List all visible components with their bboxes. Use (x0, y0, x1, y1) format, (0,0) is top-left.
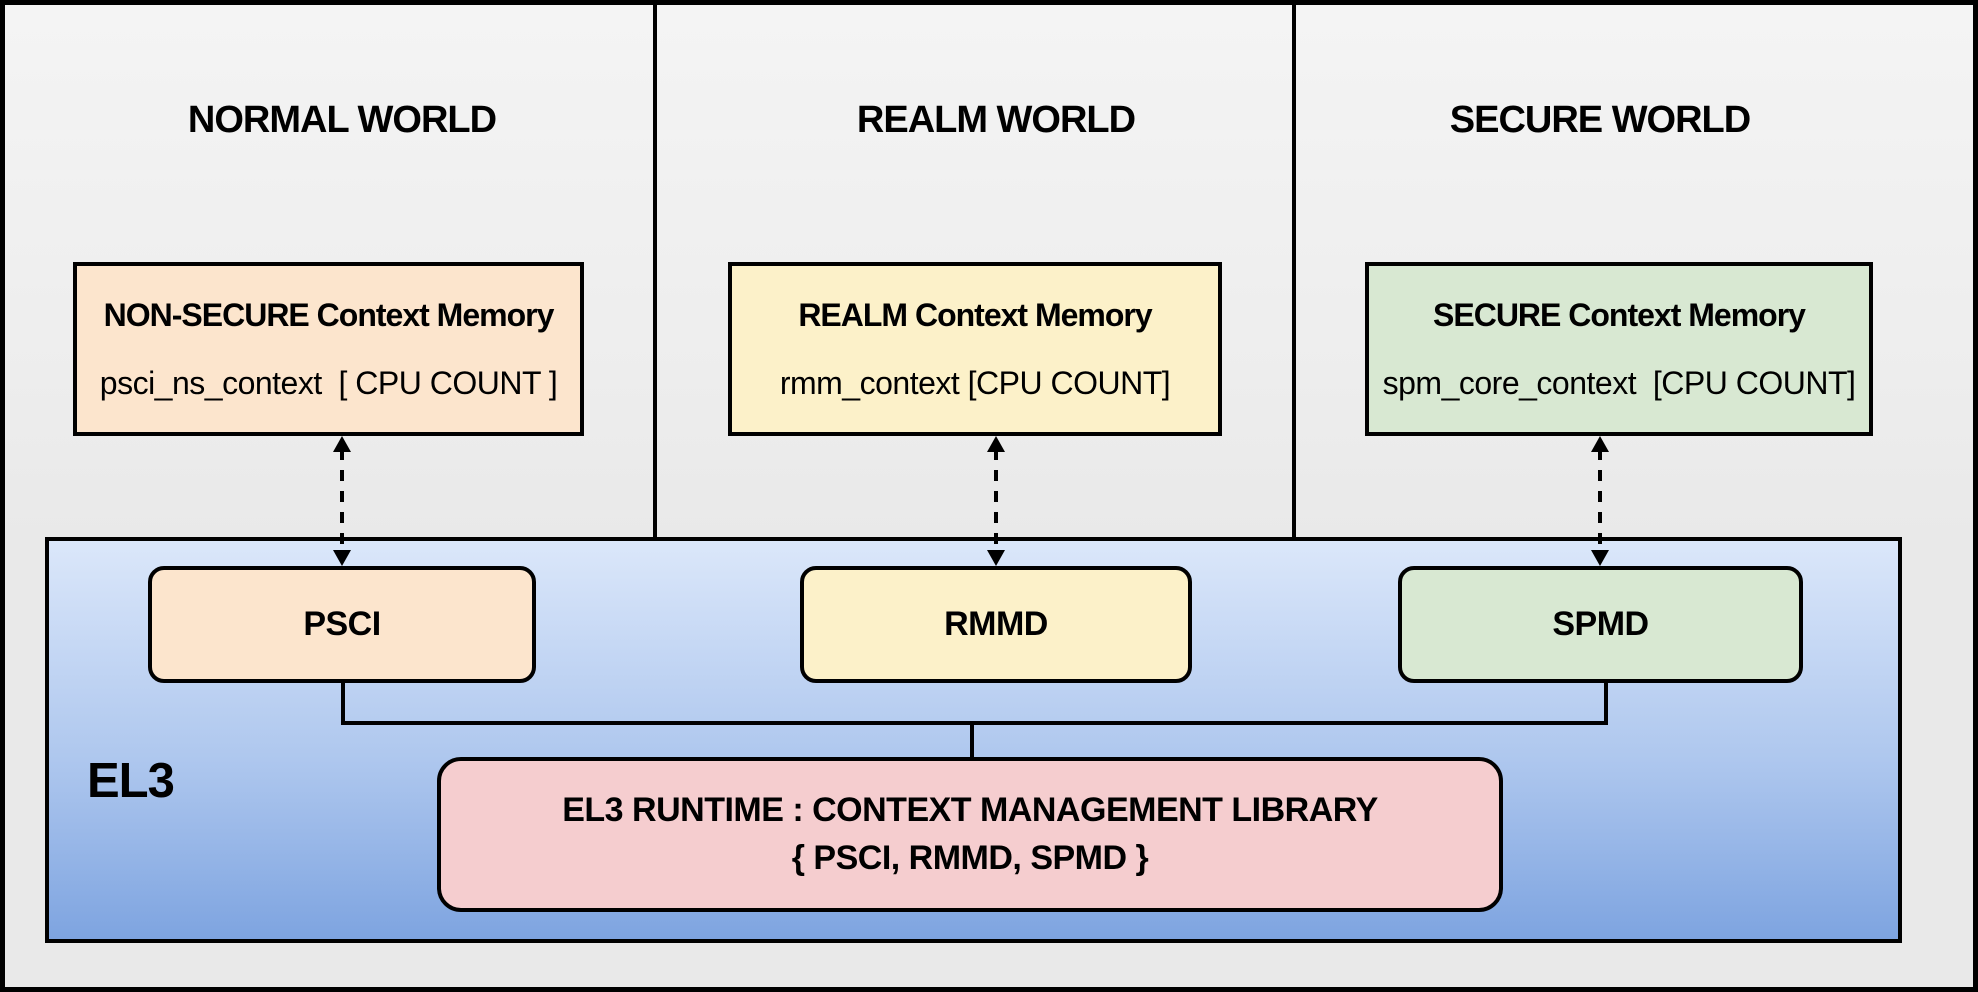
panel-divider-realm-secure (1292, 5, 1296, 537)
psci-label: PSCI (303, 605, 381, 643)
dashed-line (340, 449, 344, 553)
arrowhead-up-icon (987, 436, 1005, 452)
world-title-realm: REALM WORLD (856, 99, 1136, 141)
realm-context-memory-box: REALM Context Memory rmm_context [CPU CO… (728, 262, 1222, 436)
connector-spmd-drop (1604, 683, 1608, 725)
context-memory-title: REALM Context Memory (798, 297, 1152, 333)
world-title-normal: NORMAL WORLD (187, 99, 497, 141)
context-memory-variable: rmm_context [CPU COUNT] (779, 365, 1171, 401)
connector-runtime-drop (970, 721, 974, 761)
connector-psci-drop (341, 683, 345, 725)
dashed-line (1598, 449, 1602, 553)
dashed-line (994, 449, 998, 553)
context-memory-variable: spm_core_context [CPU COUNT] (1382, 365, 1856, 401)
context-memory-variable: psci_ns_context [ CPU COUNT ] (99, 365, 558, 401)
panel-divider-normal-realm (653, 5, 657, 537)
arrowhead-up-icon (333, 436, 351, 452)
arrowhead-down-icon (333, 550, 351, 566)
context-memory-title: NON-SECURE Context Memory (103, 297, 555, 333)
context-memory-title: SECURE Context Memory (1433, 297, 1806, 333)
rmmd-box: RMMD (800, 566, 1192, 683)
arrowhead-down-icon (987, 550, 1005, 566)
spmd-label: SPMD (1552, 605, 1649, 643)
bidirectional-dashed-arrow-normal (333, 436, 351, 566)
arrowhead-up-icon (1591, 436, 1609, 452)
arrowhead-down-icon (1591, 550, 1609, 566)
bidirectional-dashed-arrow-secure (1591, 436, 1609, 566)
rmmd-label: RMMD (944, 605, 1048, 643)
non-secure-context-memory-box: NON-SECURE Context Memory psci_ns_contex… (73, 262, 584, 436)
runtime-components-line: { PSCI, RMMD, SPMD } (791, 838, 1149, 877)
el3-runtime-box: EL3 RUNTIME : CONTEXT MANAGEMENT LIBRARY… (437, 757, 1503, 912)
el3-label: EL3 (87, 754, 175, 808)
world-title-secure: SECURE WORLD (1449, 99, 1751, 141)
psci-box: PSCI (148, 566, 536, 683)
connector-bus-line (341, 721, 1608, 725)
secure-context-memory-box: SECURE Context Memory spm_core_context [… (1365, 262, 1873, 436)
bidirectional-dashed-arrow-realm (987, 436, 1005, 566)
runtime-title-line: EL3 RUNTIME : CONTEXT MANAGEMENT LIBRARY (562, 791, 1378, 830)
spmd-box: SPMD (1398, 566, 1803, 683)
